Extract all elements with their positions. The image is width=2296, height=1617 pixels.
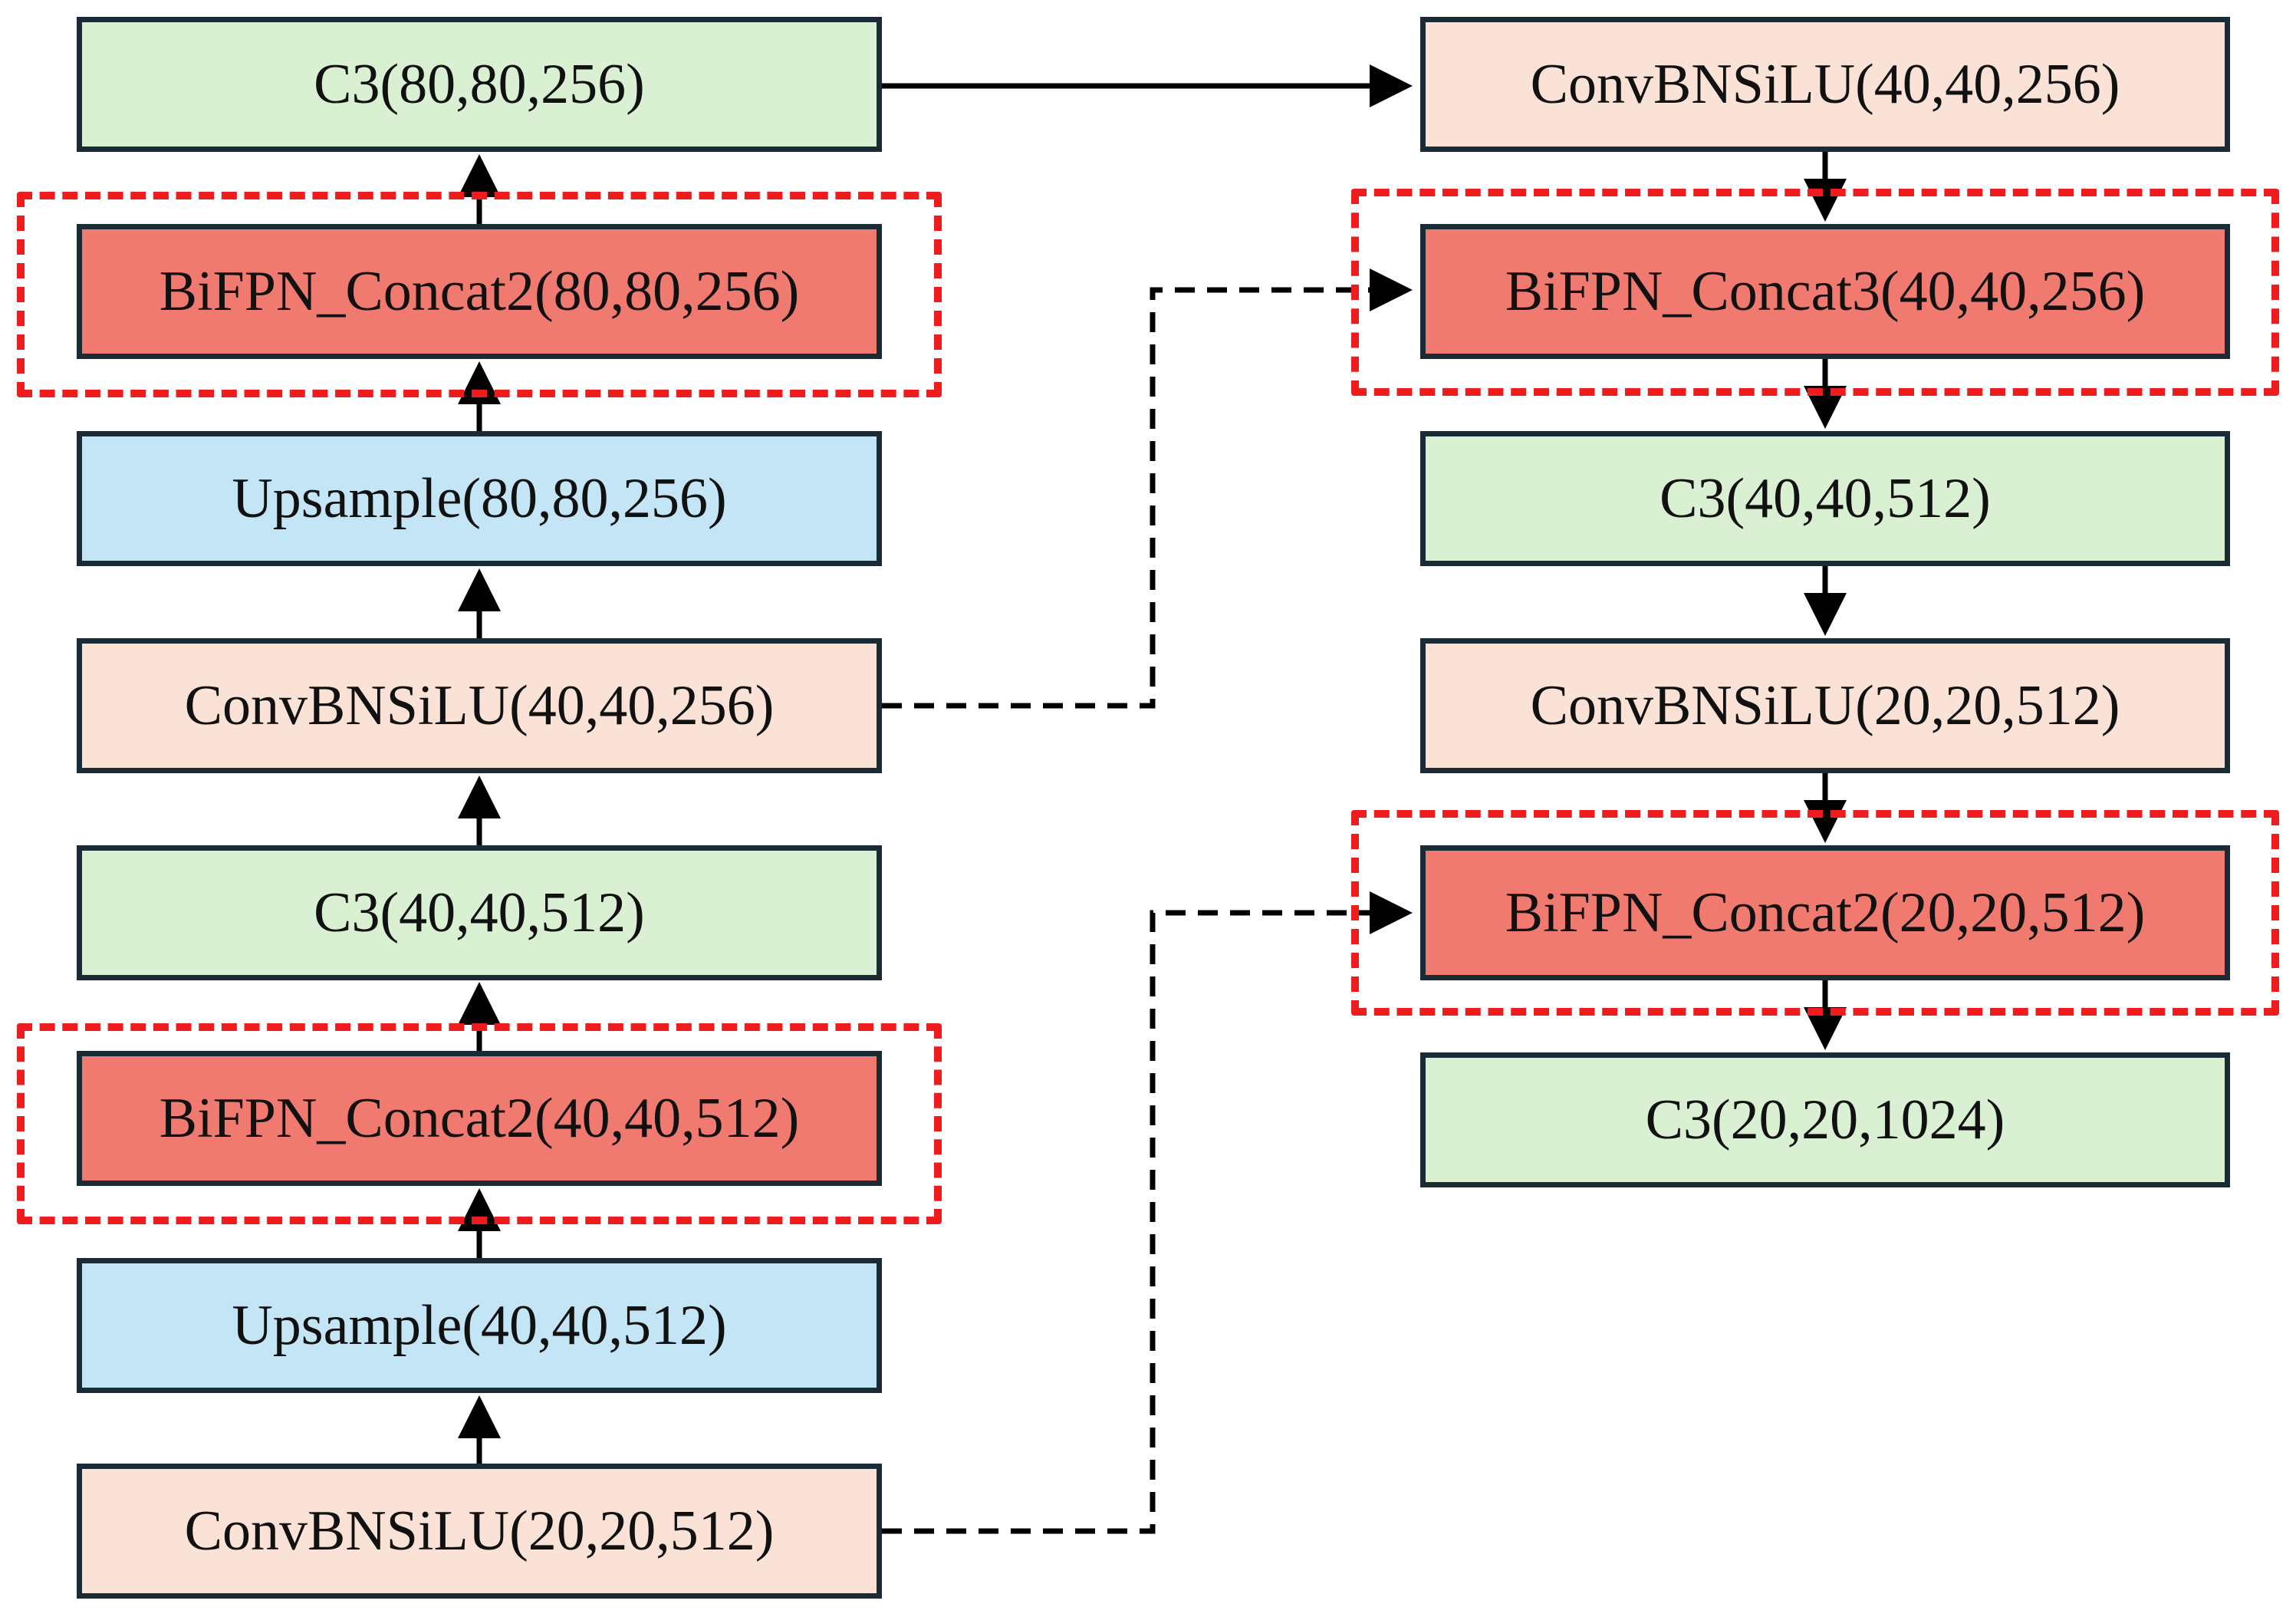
left-c3-mid-label: C3(40,40,512) [314,881,645,944]
left-bifpn-bottom-label: BiFPN_Concat2(40,40,512) [159,1086,800,1150]
left-bifpn-bottom-node: BiFPN_Concat2(40,40,512) [77,1051,882,1186]
left-conv-mid-node: ConvBNSiLU(40,40,256) [77,638,882,773]
left-c3-mid-node: C3(40,40,512) [77,845,882,980]
right-bifpn-top-node: BiFPN_Concat3(40,40,256) [1420,224,2230,359]
right-c3-mid-node: C3(40,40,512) [1420,431,2230,566]
right-conv-mid-node: ConvBNSiLU(20,20,512) [1420,638,2230,773]
right-c3-bottom-node: C3(20,20,1024) [1420,1052,2230,1187]
dashed-link-conv-mid-to-bifpn-concat3 [882,268,1413,709]
left-conv-mid-label: ConvBNSiLU(40,40,256) [184,673,775,737]
left-bifpn-top-label: BiFPN_Concat2(80,80,256) [159,259,800,323]
left-upsample-top-node: Upsample(80,80,256) [77,431,882,566]
left-conv-bottom-node: ConvBNSiLU(20,20,512) [77,1464,882,1599]
left-upsample-bottom-label: Upsample(40,40,512) [232,1293,727,1357]
right-c3-bottom-label: C3(20,20,1024) [1645,1088,2005,1151]
left-bifpn-top-node: BiFPN_Concat2(80,80,256) [77,224,882,359]
right-bifpn-bottom-node: BiFPN_Concat2(20,20,512) [1420,845,2230,980]
dashed-link-conv-bottom-to-bifpn-concat2 [882,891,1413,1534]
right-conv-top-node: ConvBNSiLU(40,40,256) [1420,17,2230,152]
left-upsample-bottom-node: Upsample(40,40,512) [77,1258,882,1393]
left-c3-top-node: C3(80,80,256) [77,17,882,152]
left-conv-bottom-label: ConvBNSiLU(20,20,512) [184,1499,775,1563]
right-conv-mid-label: ConvBNSiLU(20,20,512) [1530,673,2120,737]
right-bifpn-bottom-label: BiFPN_Concat2(20,20,512) [1505,881,2146,944]
right-conv-top-label: ConvBNSiLU(40,40,256) [1530,52,2120,116]
right-bifpn-top-label: BiFPN_Concat3(40,40,256) [1505,259,2146,323]
left-upsample-top-label: Upsample(80,80,256) [232,466,727,530]
left-c3-top-label: C3(80,80,256) [314,52,645,116]
right-c3-mid-label: C3(40,40,512) [1660,466,1991,530]
